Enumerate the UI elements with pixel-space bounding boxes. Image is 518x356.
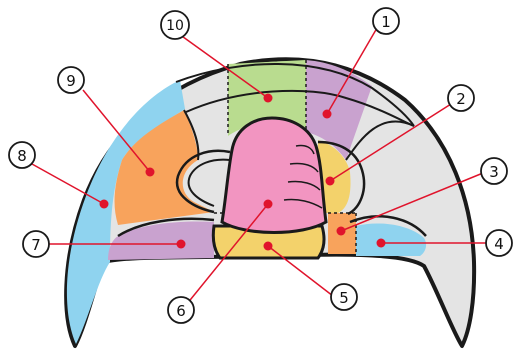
callout-number-3: 3 bbox=[489, 163, 499, 181]
pointer-dot-9 bbox=[146, 168, 155, 177]
callout-10: 10 bbox=[161, 11, 189, 39]
callout-3: 3 bbox=[481, 158, 507, 184]
callout-5: 5 bbox=[331, 284, 357, 310]
pointer-dot-3 bbox=[337, 227, 346, 236]
callout-number-4: 4 bbox=[494, 235, 504, 253]
callout-9: 9 bbox=[58, 67, 84, 93]
callout-number-5: 5 bbox=[339, 289, 349, 307]
pointer-dot-4 bbox=[377, 239, 386, 248]
callout-8: 8 bbox=[9, 142, 35, 168]
callout-1: 1 bbox=[373, 8, 399, 34]
callout-number-2: 2 bbox=[456, 90, 466, 108]
pointer-dot-7 bbox=[177, 240, 186, 249]
callout-number-9: 9 bbox=[66, 72, 76, 90]
callout-number-1: 1 bbox=[381, 13, 391, 31]
callout-4: 4 bbox=[486, 230, 512, 256]
pointer-dot-2 bbox=[326, 177, 335, 186]
callout-2: 2 bbox=[448, 85, 474, 111]
pointer-dot-6 bbox=[264, 200, 273, 209]
callout-number-10: 10 bbox=[166, 18, 184, 34]
region-6-glabella bbox=[222, 118, 326, 233]
callout-number-8: 8 bbox=[17, 147, 27, 165]
pointer-dot-1 bbox=[323, 110, 332, 119]
callout-6: 6 bbox=[168, 297, 194, 323]
pointer-dot-5 bbox=[264, 242, 273, 251]
pointer-dot-8 bbox=[100, 200, 109, 209]
pointer-dot-10 bbox=[264, 94, 273, 103]
callout-number-7: 7 bbox=[31, 236, 41, 254]
callout-number-6: 6 bbox=[176, 302, 186, 320]
callout-7: 7 bbox=[23, 231, 49, 257]
